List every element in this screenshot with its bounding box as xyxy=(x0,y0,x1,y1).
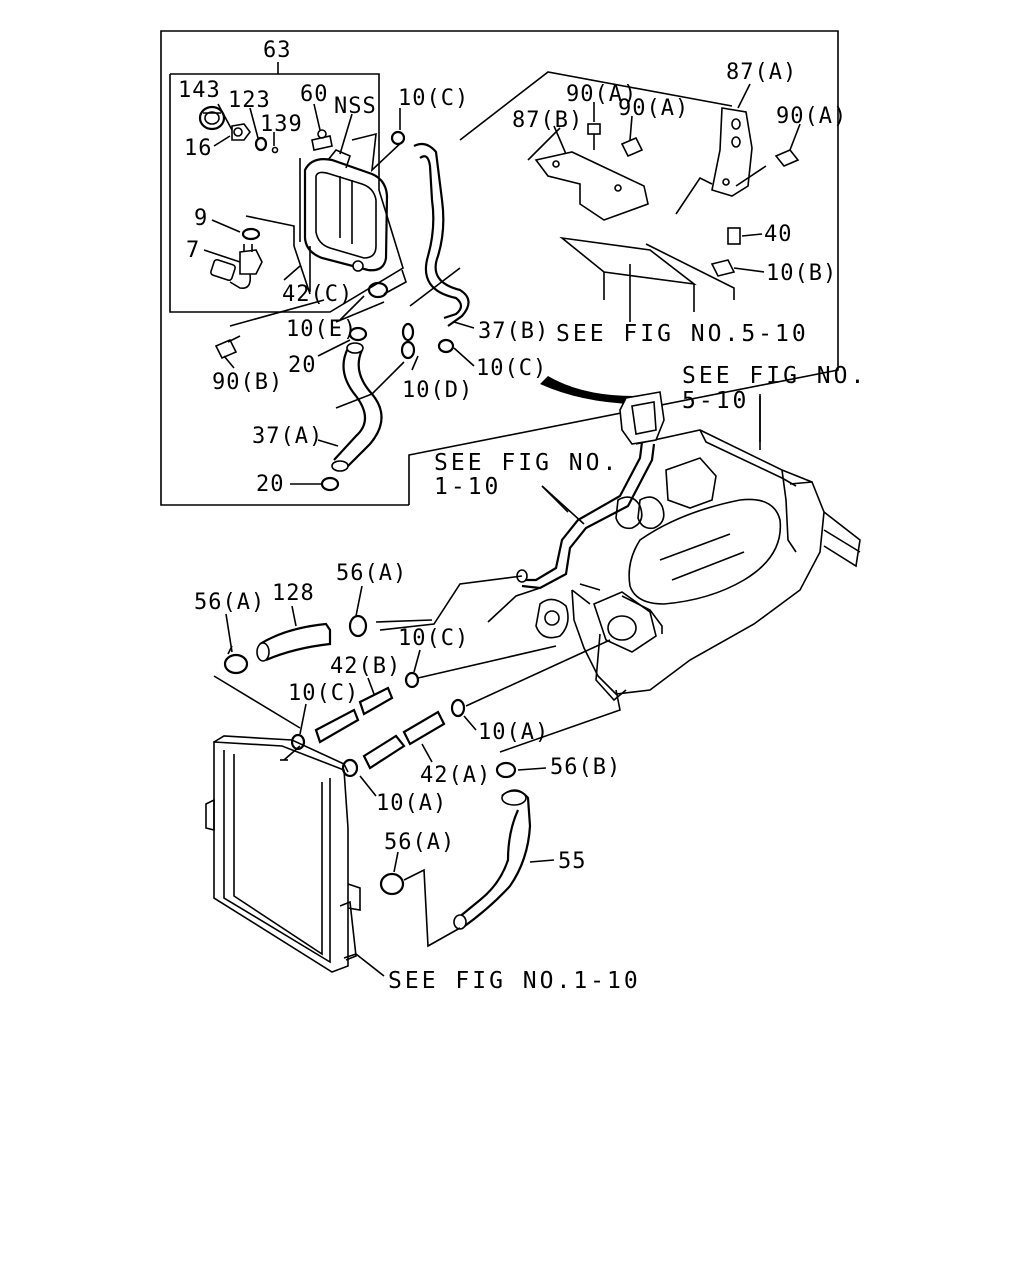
label-nss: NSS xyxy=(334,94,377,119)
clamp-10C-mid xyxy=(437,338,455,354)
label-20-1: 20 xyxy=(288,353,317,378)
engine-block xyxy=(535,394,861,702)
lower-leaders xyxy=(225,396,761,977)
label-10a-1: 10(A) xyxy=(478,720,549,745)
ref-fig-5-10-line2: 5-10 xyxy=(682,388,749,414)
bolt-90A-1 xyxy=(587,123,601,150)
label-90a-2: 90(A) xyxy=(618,96,689,121)
washer-9 xyxy=(241,227,261,241)
label-87b: 87(B) xyxy=(512,108,583,133)
clamp-10C-lower-1 xyxy=(404,671,420,689)
label-40: 40 xyxy=(764,222,793,247)
clamp-56A-left xyxy=(223,645,249,675)
clamp-10C-top xyxy=(390,130,406,146)
label-90a-3: 90(A) xyxy=(776,104,847,129)
label-143: 143 xyxy=(178,78,221,103)
label-37b: 37(B) xyxy=(478,319,549,344)
ref-fig-5-10-line1: SEE FIG NO. xyxy=(682,363,867,389)
hose-37B xyxy=(413,142,470,327)
figure-references: SEE FIG NO.5-10 SEE FIG NO. 5-10 SEE FIG… xyxy=(388,321,867,994)
clamp-10D xyxy=(400,322,416,360)
label-42c: 42(C) xyxy=(282,282,353,307)
label-55: 55 xyxy=(558,849,587,874)
bolt-90A-2 xyxy=(620,136,644,158)
label-128: 128 xyxy=(272,581,315,606)
bolt-90B xyxy=(214,335,241,360)
bracket-87A xyxy=(711,107,753,197)
label-90b: 90(B) xyxy=(212,370,283,395)
clamp-10B xyxy=(710,259,736,277)
clamp-10A-right xyxy=(450,698,466,718)
label-42b: 42(B) xyxy=(330,654,401,679)
label-87a: 87(A) xyxy=(726,60,797,85)
label-10c-3: 10(C) xyxy=(288,681,359,706)
hose-55 xyxy=(453,789,532,930)
label-56a-2: 56(A) xyxy=(336,561,407,586)
hose-42A xyxy=(362,710,446,770)
sensor-7 xyxy=(210,244,263,290)
clamp-10E xyxy=(367,281,389,299)
bracket-87B xyxy=(534,151,649,221)
part-labels: 63 143 123 60 NSS 10(C) 16 139 87(A) 90(… xyxy=(178,38,847,874)
fitting-16 xyxy=(231,123,251,141)
sub-tank-assembly xyxy=(293,149,389,295)
washer-123 xyxy=(254,136,268,152)
clamp-10C-lower-2 xyxy=(290,733,306,751)
clamp-10A-left xyxy=(341,758,359,778)
label-56b: 56(B) xyxy=(550,755,621,780)
label-123: 123 xyxy=(228,88,271,113)
label-10d: 10(D) xyxy=(402,378,473,403)
clamp-56B xyxy=(495,761,517,779)
label-60: 60 xyxy=(300,82,329,107)
view-arrow xyxy=(540,376,634,404)
label-37a: 37(A) xyxy=(252,424,323,449)
assembly-lines xyxy=(229,71,767,409)
inset-leaders xyxy=(203,62,801,485)
label-56a-1: 56(A) xyxy=(194,590,265,615)
ref-fig-1-10-bottom: SEE FIG NO.1-10 xyxy=(388,968,641,994)
frame-rail-inset xyxy=(559,236,697,312)
label-10c-mid: 10(C) xyxy=(476,356,547,381)
label-63: 63 xyxy=(263,38,292,63)
label-90a-1: 90(A) xyxy=(566,82,637,107)
lower-assembly-lines xyxy=(213,575,621,948)
label-10a-2: 10(A) xyxy=(376,791,447,816)
label-139: 139 xyxy=(260,112,303,137)
radiator xyxy=(205,735,361,973)
label-10e: 10(E) xyxy=(286,317,357,342)
bracket-60 xyxy=(311,129,333,151)
label-10b: 10(B) xyxy=(766,261,837,286)
heat-shield-bracket xyxy=(619,391,665,445)
hose-42B xyxy=(314,686,394,744)
label-56a-3: 56(A) xyxy=(384,830,455,855)
ref-fig-1-10-line1: SEE FIG NO. xyxy=(434,450,619,476)
label-42a: 42(A) xyxy=(420,763,491,788)
bolt-40 xyxy=(727,227,741,245)
label-10c-top: 10(C) xyxy=(398,86,469,111)
label-7: 7 xyxy=(186,238,200,263)
clamp-56A-lower xyxy=(379,872,405,896)
pin-139 xyxy=(271,146,279,154)
label-16: 16 xyxy=(184,136,213,161)
bolt-90A-3 xyxy=(774,149,800,167)
hose-128 xyxy=(256,622,332,662)
inset-frame xyxy=(160,30,839,506)
clamp-56A-upper xyxy=(348,614,368,638)
cap-143 xyxy=(198,105,226,131)
label-9: 9 xyxy=(194,206,208,231)
ref-fig-5-10-inset: SEE FIG NO.5-10 xyxy=(556,321,809,347)
label-10c-2: 10(C) xyxy=(398,626,469,651)
clamp-20-upper xyxy=(348,326,368,342)
label-20-2: 20 xyxy=(256,472,285,497)
clamp-20-lower xyxy=(320,476,340,492)
ref-fig-1-10-line2: 1-10 xyxy=(434,474,501,500)
